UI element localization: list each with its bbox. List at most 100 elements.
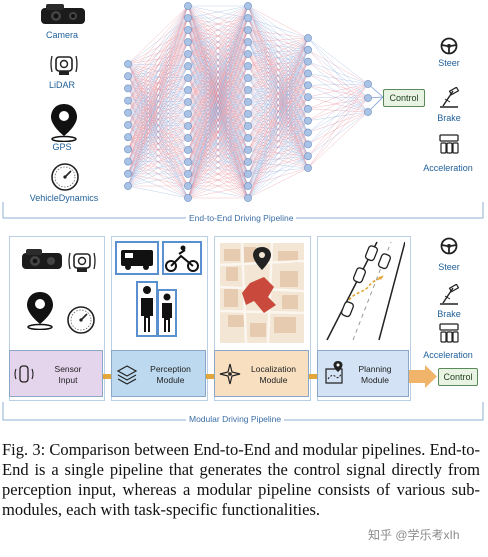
layers-icon <box>116 365 138 385</box>
network-node <box>244 134 252 142</box>
localization-module-line2: Module <box>259 375 288 385</box>
network-node <box>184 194 192 202</box>
network-node <box>184 170 192 178</box>
network-edge <box>187 5 249 79</box>
network-edge <box>127 161 189 187</box>
network-edge <box>127 5 189 174</box>
network-node <box>184 38 192 46</box>
network-edge <box>127 5 189 162</box>
output-label-acceleration-top: Acceleration <box>423 163 473 173</box>
network-edge <box>187 77 249 199</box>
network-node <box>124 133 132 142</box>
network-edge <box>187 5 249 91</box>
localization-module-line1: Localization <box>251 364 296 374</box>
perception-module-line1: Perception <box>150 364 191 374</box>
network-node <box>244 98 252 106</box>
network-edge <box>127 113 189 187</box>
network-node <box>184 62 192 70</box>
network-edge <box>187 65 249 199</box>
network-edge <box>307 111 369 157</box>
network-node <box>304 152 312 161</box>
network-edge <box>187 5 249 163</box>
network-edge <box>127 5 189 113</box>
network-edge <box>247 37 309 199</box>
network-edge <box>307 37 369 99</box>
steering-wheel-icon <box>440 237 458 255</box>
end-to-end-pipeline-label: End-to-End Driving Pipeline <box>186 213 297 223</box>
output-label-brake-bottom: Brake <box>437 309 461 319</box>
network-edge <box>247 37 309 91</box>
network-edge <box>187 173 249 199</box>
network-edge <box>127 29 189 187</box>
network-edge <box>187 125 249 199</box>
network-edge <box>187 113 249 199</box>
input-label-lidar: LiDAR <box>48 80 75 90</box>
network-node <box>184 98 192 106</box>
planning-module-line2: Module <box>361 375 389 385</box>
steering-wheel-icon <box>440 37 458 55</box>
network-node <box>124 182 132 190</box>
speedometer-icon <box>67 306 95 334</box>
network-edge <box>127 17 189 187</box>
network-node <box>364 80 372 88</box>
module-connectors <box>103 365 437 388</box>
output-label-steer-top: Steer <box>438 58 460 68</box>
network-edge <box>307 111 369 133</box>
network-node <box>124 169 132 178</box>
network-edge <box>307 97 369 145</box>
network-node <box>304 34 312 42</box>
network-node <box>244 86 252 94</box>
network-edge <box>247 96 309 199</box>
input-label-camera: Camera <box>45 30 78 40</box>
network-edge <box>127 185 189 199</box>
network-node <box>184 26 192 34</box>
network-edge <box>127 5 189 126</box>
network-node <box>304 45 312 54</box>
network-edge <box>247 37 309 187</box>
network-edge <box>127 41 189 187</box>
network-node <box>124 60 132 68</box>
network-edge <box>307 37 369 85</box>
network-edge <box>127 65 189 187</box>
network-edge <box>247 49 309 199</box>
network-node <box>244 182 252 190</box>
network-edge <box>307 108 369 113</box>
output-label-brake-top: Brake <box>437 113 461 123</box>
network-edge <box>187 161 249 199</box>
network-node <box>124 84 132 93</box>
network-edge <box>127 5 189 89</box>
network-edge <box>247 37 309 79</box>
network-node <box>244 146 252 154</box>
network-node <box>244 14 252 22</box>
network-edge <box>127 77 189 187</box>
network-edge <box>187 5 249 175</box>
gps-icon <box>27 292 53 330</box>
network-edge <box>307 96 369 99</box>
network-node <box>304 164 312 172</box>
network-node <box>304 81 312 90</box>
network-node <box>244 2 252 10</box>
accelerator-pedal-icon <box>439 134 459 154</box>
network-edge <box>307 61 369 85</box>
road-planning-illustration <box>326 241 405 341</box>
network-edge <box>307 83 369 169</box>
network-edge <box>187 5 249 103</box>
network-edge <box>307 49 369 85</box>
network-node <box>244 62 252 70</box>
output-label-acceleration-bottom: Acceleration <box>423 350 473 360</box>
network-edge <box>307 111 369 169</box>
network-edge <box>247 37 309 175</box>
network-edge <box>307 111 369 145</box>
network-edge <box>187 41 249 199</box>
network-node <box>184 14 192 22</box>
modular-pipeline-label: Modular Driving Pipeline <box>186 414 285 424</box>
network-edge <box>127 5 189 65</box>
network-node <box>244 170 252 178</box>
network-edge <box>247 37 309 139</box>
network-edge <box>247 132 309 199</box>
network-node <box>364 94 372 102</box>
network-edge <box>247 144 309 199</box>
neural-network-diagram <box>124 2 384 202</box>
network-node <box>184 122 192 130</box>
